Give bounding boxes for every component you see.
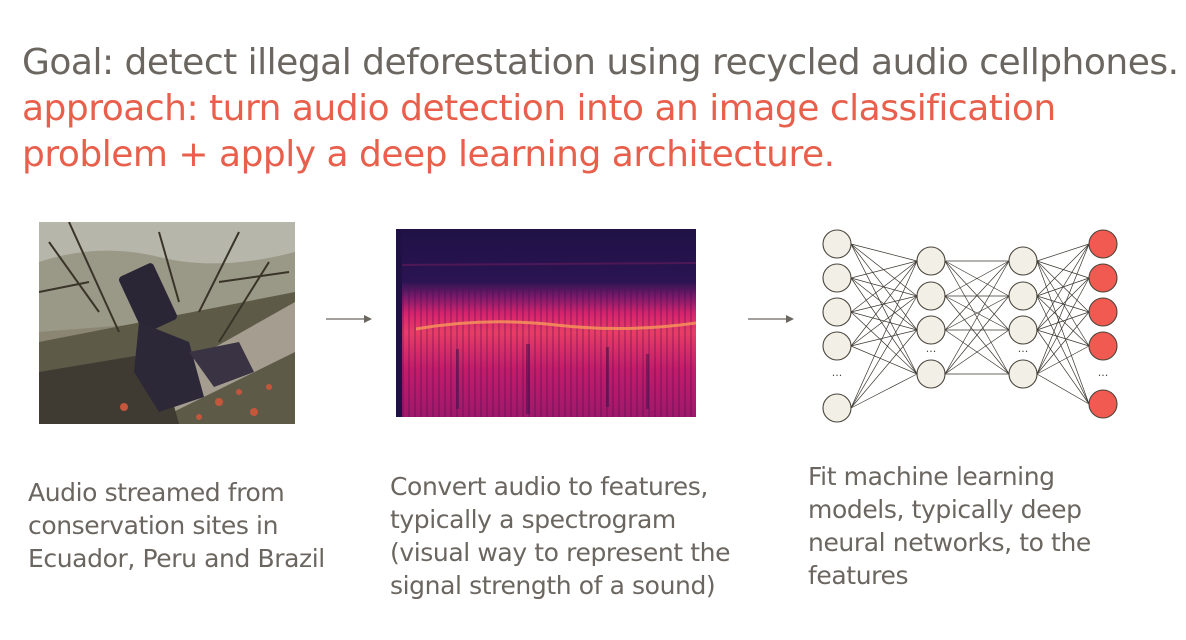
network-node (822, 297, 852, 327)
connection-line (850, 260, 918, 409)
connection-line (944, 295, 1010, 331)
output-node (1088, 263, 1118, 293)
connection-line (850, 329, 918, 347)
network-node (822, 331, 852, 361)
caption-step-2: Convert audio to features, typically a s… (390, 470, 730, 602)
connection-line (850, 311, 918, 375)
caption-step-1: Audio streamed from conservation sites i… (28, 476, 325, 575)
ellipsis-text: ... (1018, 342, 1029, 355)
slide-title: Goal: detect illegal deforestation using… (22, 40, 1179, 178)
connection-line (1036, 243, 1090, 331)
goal-text: Goal: detect illegal deforestation using… (22, 42, 1179, 83)
output-node (1088, 297, 1118, 327)
connection-line (1036, 311, 1090, 375)
network-node (916, 359, 946, 389)
arrow-icon (326, 315, 372, 323)
forest-phone-photo (39, 222, 295, 424)
connection-line (1036, 329, 1090, 347)
caption-line: Audio streamed from (28, 478, 285, 507)
connection-line (1036, 243, 1090, 262)
network-node (1008, 281, 1038, 311)
ellipsis-text: ... (926, 342, 937, 355)
caption-line: Ecuador, Peru and Brazil (28, 544, 325, 573)
caption-line: (visual way to represent the (390, 538, 731, 567)
neural-network-diagram: ............ (822, 229, 1118, 423)
connection-line (1036, 260, 1090, 347)
network-node (916, 246, 946, 276)
caption-line: signal strength of a sound) (390, 571, 716, 600)
network-node (822, 229, 852, 259)
connection-line (944, 329, 1010, 375)
connection-line (1036, 329, 1090, 405)
connection-line (850, 243, 918, 375)
approach-text: approach: turn audio detection into an i… (22, 88, 1056, 175)
caption-step-3: Fit machine learning models, typically d… (808, 460, 1091, 592)
connection-line (944, 260, 1010, 331)
connection-line (850, 243, 918, 297)
caption-line: Fit machine learning (808, 462, 1055, 491)
connection-line (1036, 243, 1090, 375)
connection-line (850, 345, 918, 375)
connection-line (1036, 260, 1090, 405)
network-node (916, 281, 946, 311)
connection-line (850, 260, 918, 347)
connection-line (1036, 243, 1090, 297)
connection-lines (850, 243, 1090, 409)
network-node (822, 263, 852, 293)
connection-line (850, 329, 918, 409)
spectrogram (396, 229, 696, 417)
connection-line (944, 260, 1010, 297)
network-node (1008, 315, 1038, 345)
output-node (1088, 229, 1118, 259)
connection-line (850, 277, 918, 297)
connection-line (1036, 260, 1090, 279)
network-node (1008, 359, 1038, 389)
connection-line (1036, 345, 1090, 375)
connection-line (1036, 295, 1090, 405)
caption-line: features (808, 561, 909, 590)
arrow-icon (748, 315, 794, 323)
network-node (822, 393, 852, 423)
connection-line (850, 260, 918, 279)
connection-line (850, 260, 918, 313)
output-node (1088, 331, 1118, 361)
connection-line (850, 295, 918, 347)
caption-line: typically a spectrogram (390, 505, 676, 534)
connection-line (1036, 311, 1090, 331)
ellipsis-text: ... (832, 366, 843, 379)
connection-line (944, 260, 1010, 375)
connection-line (1036, 277, 1090, 375)
network-node (1008, 246, 1038, 276)
caption-line: models, typically deep (808, 495, 1082, 524)
connection-line (850, 277, 918, 375)
output-node (1088, 389, 1118, 419)
caption-line: neural networks, to the (808, 528, 1091, 557)
caption-line: Convert audio to features, (390, 472, 708, 501)
caption-line: conservation sites in (28, 511, 279, 540)
network-node (916, 315, 946, 345)
connection-line (1036, 373, 1090, 405)
connection-line (1036, 277, 1090, 331)
connection-line (850, 373, 918, 409)
connection-line (850, 295, 918, 409)
ellipsis-text: ... (1098, 366, 1109, 379)
connection-line (850, 243, 918, 262)
connection-line (944, 295, 1010, 375)
